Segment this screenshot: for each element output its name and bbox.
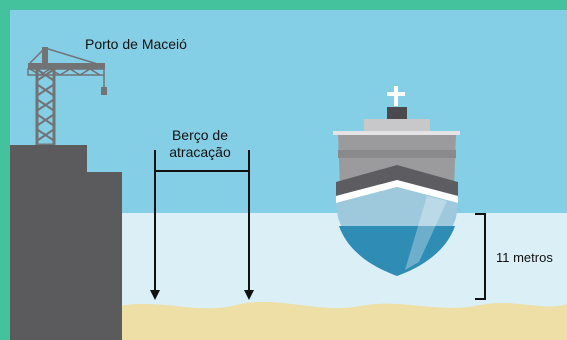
berth-label-line2: atracação bbox=[169, 144, 231, 160]
depth-indicator bbox=[475, 213, 486, 300]
berth-label: Berço de atracação bbox=[150, 127, 250, 161]
arrow-down-icon bbox=[150, 290, 160, 300]
seabed-sand bbox=[10, 301, 567, 340]
berth-label-line1: Berço de bbox=[171, 127, 229, 143]
cross-icon bbox=[387, 86, 405, 106]
crane-icon bbox=[27, 47, 107, 147]
arrow-down-icon bbox=[244, 290, 254, 300]
ship-icon bbox=[333, 86, 460, 276]
port-name-label: Porto de Maceió bbox=[85, 36, 187, 52]
depth-label: 11 metros bbox=[496, 250, 553, 265]
pier bbox=[10, 145, 122, 340]
berth-indicator bbox=[150, 150, 254, 300]
